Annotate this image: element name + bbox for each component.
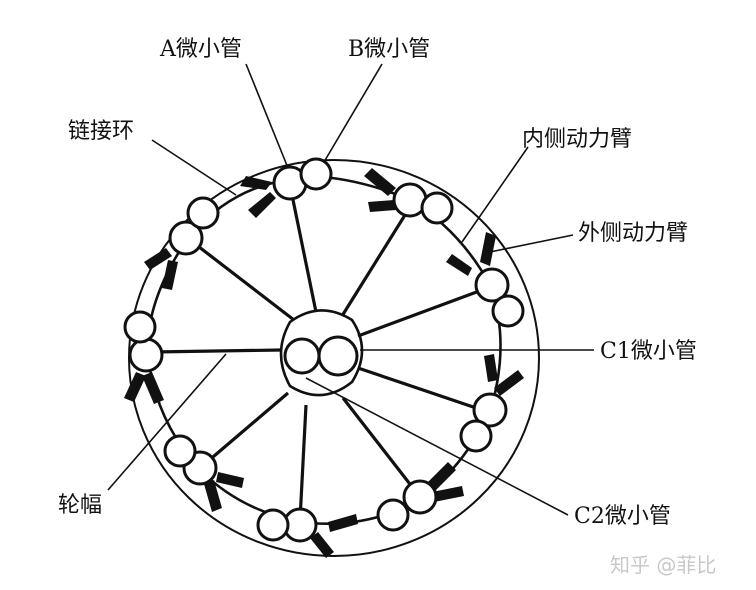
c2-central-tubule bbox=[283, 337, 321, 375]
label-c1-tubule: C1微小管 bbox=[600, 339, 697, 364]
label-a-tubule: A微小管 bbox=[159, 37, 242, 62]
label-b-tubule: B微小管 bbox=[348, 37, 430, 62]
central-apparatus bbox=[279, 309, 364, 397]
radial-spokes bbox=[151, 194, 489, 521]
label-inner-dynein-arm: 内侧动力臂 bbox=[522, 127, 632, 152]
leader-lines bbox=[107, 63, 594, 516]
dynein-arms bbox=[124, 168, 524, 558]
watermark: 知乎 @菲比 bbox=[610, 553, 716, 577]
nexin-ring bbox=[146, 174, 502, 525]
label-nexin-link: 链接环 bbox=[68, 119, 134, 144]
label-outer-dynein-arm: 外侧动力臂 bbox=[578, 221, 688, 246]
c1-central-tubule bbox=[317, 335, 359, 377]
label-radial-spoke: 轮幅 bbox=[58, 493, 102, 518]
outer-doublets bbox=[123, 157, 525, 543]
label-c2-tubule: C2微小管 bbox=[574, 504, 671, 529]
